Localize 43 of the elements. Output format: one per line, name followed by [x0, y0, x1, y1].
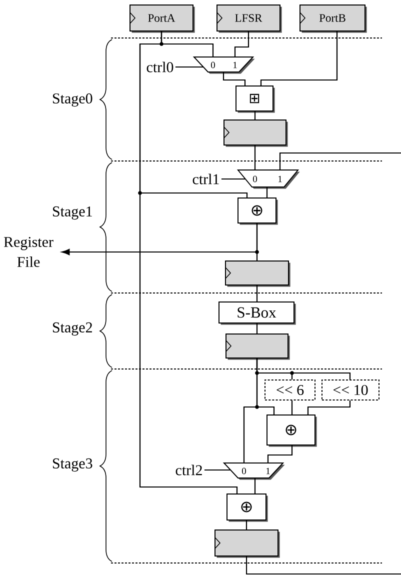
register-box: [214, 530, 280, 558]
wire: [243, 358, 258, 463]
wire: [279, 152, 401, 170]
wire: [246, 556, 401, 575]
register-box: LFSR: [216, 4, 282, 33]
stage-label: Stage1: [52, 206, 92, 220]
wire: [267, 446, 293, 463]
wire: [175, 66, 204, 68]
signal-label: ctrl0: [146, 62, 174, 72]
register-box: PortA: [130, 4, 195, 33]
destination-label: Register File: [4, 236, 54, 268]
wire: [254, 478, 256, 494]
wire: [254, 112, 256, 120]
wire: [204, 469, 230, 471]
register-box: [225, 260, 290, 287]
operator-box: ⊕: [238, 198, 278, 225]
wire: [266, 187, 268, 198]
wire: [291, 400, 293, 414]
wire: [256, 286, 258, 302]
arrow: [62, 224, 258, 256]
signal-label: ctrl1: [192, 174, 219, 184]
process-box: S-Box: [218, 302, 296, 325]
shift-box: << 10: [322, 380, 380, 400]
signal-label: ctrl2: [176, 464, 202, 476]
wire: [256, 324, 258, 334]
wire: [139, 32, 238, 494]
operator-box: ⊕: [226, 494, 268, 522]
register-box: [226, 334, 290, 360]
operator-box: ⊞: [236, 86, 275, 113]
shift-box: << 6: [264, 380, 316, 400]
wire: [234, 32, 250, 57]
wire: [260, 32, 338, 86]
stage-label: Stage3: [52, 458, 92, 472]
stage-label: Stage2: [52, 322, 92, 336]
stage-label: Stage0: [52, 93, 92, 107]
wire: [221, 178, 246, 180]
wire: [246, 520, 248, 530]
wire: [254, 146, 256, 170]
wire: [222, 72, 246, 86]
register-box: [224, 120, 288, 147]
register-box: PortB: [300, 4, 367, 33]
operator-box: ⊕: [266, 414, 317, 447]
wire: [307, 400, 351, 414]
